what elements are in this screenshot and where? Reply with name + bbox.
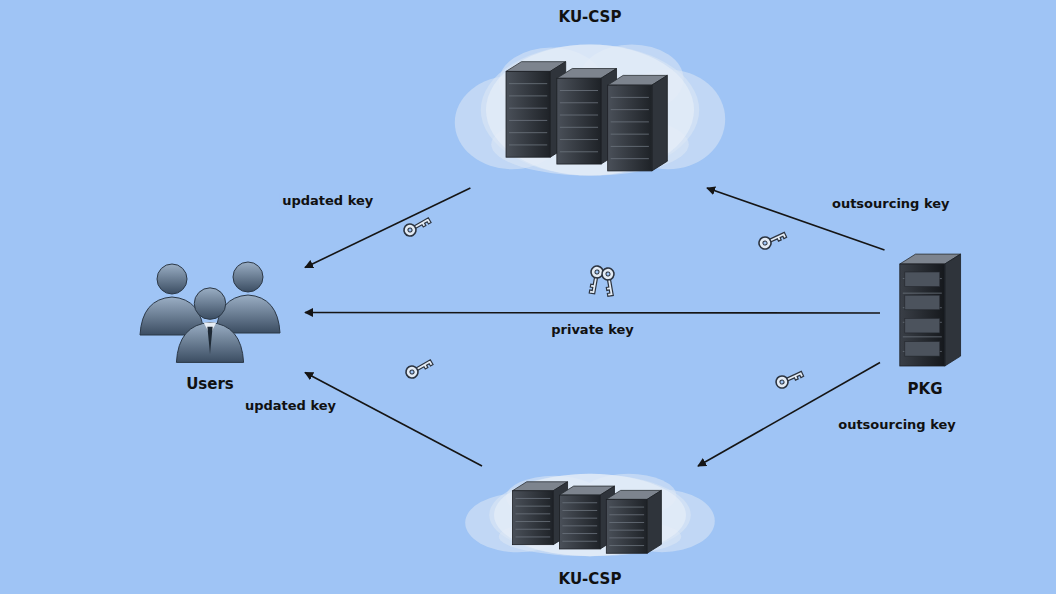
arrow-connector xyxy=(698,363,880,467)
node-label: KU-CSP xyxy=(555,568,626,590)
node-label: KU-CSP xyxy=(555,6,626,28)
edge-label: outsourcing key xyxy=(829,196,953,211)
key-icon xyxy=(587,265,604,295)
edge-label: outsourcing key xyxy=(835,417,959,432)
key-icon xyxy=(601,267,618,297)
cloud-shape xyxy=(465,474,715,556)
edge-label: updated key xyxy=(242,398,339,413)
key-icon xyxy=(757,228,787,251)
cloud-server-node: KU-CSP xyxy=(470,466,710,590)
cloud-shape xyxy=(455,44,725,175)
node-label: Users xyxy=(182,373,238,395)
users-art xyxy=(115,245,305,395)
arrow-connector xyxy=(305,373,482,467)
users-icon xyxy=(140,262,280,362)
edge-label: updated key xyxy=(279,192,376,207)
pkg-server-node: PKG xyxy=(880,250,970,400)
pkg-server-icon xyxy=(900,254,961,366)
key-icon xyxy=(774,367,804,390)
server-art xyxy=(880,250,970,400)
server-rack-icon xyxy=(512,482,661,553)
key-icon xyxy=(402,214,432,238)
arrow-connector xyxy=(305,312,880,314)
cloud-art xyxy=(460,6,720,188)
users-node: Users xyxy=(115,245,305,395)
key-icon xyxy=(404,356,434,380)
edge-label: private key xyxy=(548,321,637,336)
node-label: PKG xyxy=(904,378,947,400)
server-rack-icon xyxy=(506,62,667,171)
cloud-server-node: KU-CSP xyxy=(460,6,720,188)
